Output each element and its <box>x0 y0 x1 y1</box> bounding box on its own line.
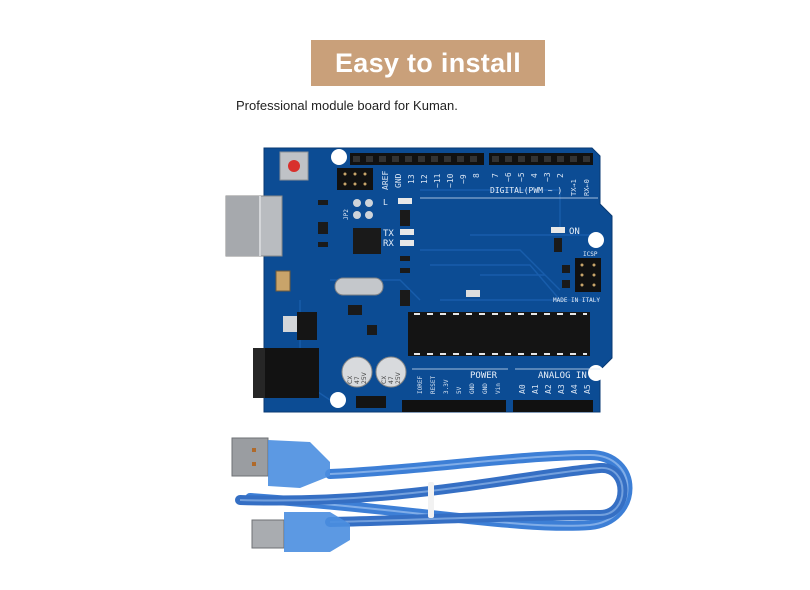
dc-power-jack <box>253 348 319 398</box>
microcontroller-chip <box>408 312 590 356</box>
svg-text:TX→1: TX→1 <box>570 179 578 196</box>
power-header: POWER IOREF RESET 3.3V 5V GND GND Vin <box>402 368 508 412</box>
capacitor: CX 47 25V <box>375 356 407 388</box>
svg-text:47: 47 <box>354 376 361 384</box>
svg-text:TX: TX <box>383 229 394 239</box>
svg-text:A3: A3 <box>557 384 566 394</box>
digital-header: AREF GND 13 12 ~11 ~10 ~9 8 7 ~6 ~5 4 ~3… <box>350 153 598 199</box>
svg-text:4: 4 <box>530 173 539 178</box>
svg-text:CX: CX <box>347 376 354 384</box>
banner-title: Easy to install <box>334 47 522 78</box>
svg-text:ICSP: ICSP <box>583 251 598 258</box>
svg-text:POWER: POWER <box>470 371 498 381</box>
svg-text:~5: ~5 <box>517 172 526 182</box>
svg-text:A5: A5 <box>583 384 592 394</box>
svg-text:A1: A1 <box>531 384 540 394</box>
svg-text:A4: A4 <box>570 384 579 394</box>
svg-text:Vin: Vin <box>495 383 502 394</box>
svg-text:~11: ~11 <box>433 173 442 188</box>
svg-text:A2: A2 <box>544 384 553 394</box>
analog-header: ANALOG IN A0 A1 A2 A3 A4 A5 <box>513 368 600 412</box>
svg-text:JP2: JP2 <box>343 209 350 220</box>
svg-text:25V: 25V <box>361 371 368 384</box>
svg-text:13: 13 <box>407 174 416 184</box>
svg-text:3.3V: 3.3V <box>443 379 450 394</box>
svg-text:AREF: AREF <box>381 171 390 190</box>
svg-text:25V: 25V <box>395 371 402 384</box>
svg-text:5V: 5V <box>456 386 463 394</box>
svg-text:IOREF: IOREF <box>417 376 424 394</box>
svg-text:MADE IN ITALY: MADE IN ITALY <box>553 297 600 304</box>
svg-text:12: 12 <box>420 174 429 184</box>
usb-b-connector <box>251 512 350 552</box>
usb-b-port <box>225 195 283 257</box>
svg-text:GND: GND <box>469 383 476 394</box>
reset-button <box>279 151 309 181</box>
arduino-board: AREF GND 13 12 ~11 ~10 ~9 8 7 ~6 ~5 4 ~3… <box>225 147 613 413</box>
svg-text:~9: ~9 <box>459 174 468 184</box>
svg-text:A0: A0 <box>518 384 527 394</box>
title-banner: Easy to install <box>311 40 545 86</box>
svg-text:8: 8 <box>472 173 481 178</box>
svg-text:ON: ON <box>569 227 580 237</box>
subtitle: Professional module board for Kuman. <box>236 98 458 113</box>
svg-text:GND: GND <box>394 173 403 188</box>
svg-text:RX: RX <box>383 239 394 249</box>
svg-text:DIGITAL(PWM ~ ): DIGITAL(PWM ~ ) <box>490 186 562 195</box>
svg-text:~10: ~10 <box>446 173 455 188</box>
svg-text:7: 7 <box>491 173 500 178</box>
svg-text:CX: CX <box>381 376 388 384</box>
svg-text:ANALOG IN: ANALOG IN <box>538 371 587 381</box>
svg-text:~6: ~6 <box>504 172 513 182</box>
svg-text:RX←0: RX←0 <box>583 179 591 196</box>
usb-a-connector <box>231 437 330 488</box>
svg-text:2: 2 <box>556 173 565 178</box>
svg-text:GND: GND <box>482 383 489 394</box>
svg-text:L: L <box>383 198 388 207</box>
capacitor: CX 47 25V <box>341 356 373 388</box>
svg-text:RESET: RESET <box>430 376 437 394</box>
usb-cable <box>231 437 633 552</box>
svg-text:47: 47 <box>388 376 395 384</box>
svg-text:~3: ~3 <box>543 172 552 182</box>
